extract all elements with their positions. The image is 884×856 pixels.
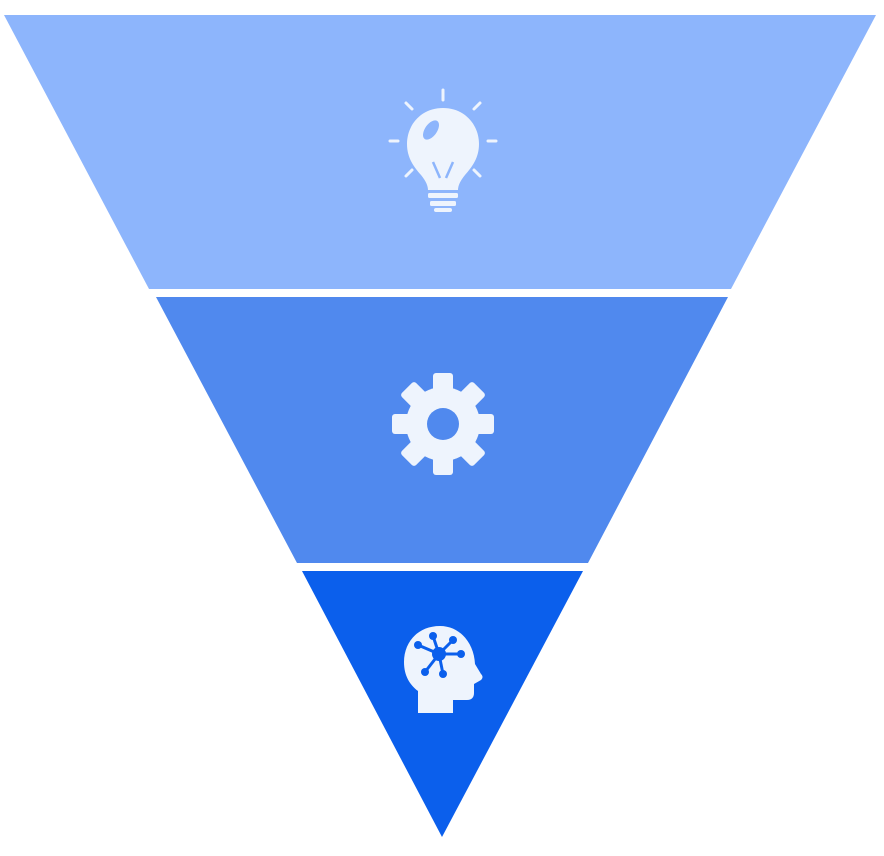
gear-icon [392,373,494,475]
funnel-level-bottom [302,571,583,837]
lightbulb-icon [388,88,498,212]
funnel-level-middle [156,297,728,563]
brain-network-head-icon [404,626,483,713]
funnel-level-top [4,15,876,289]
